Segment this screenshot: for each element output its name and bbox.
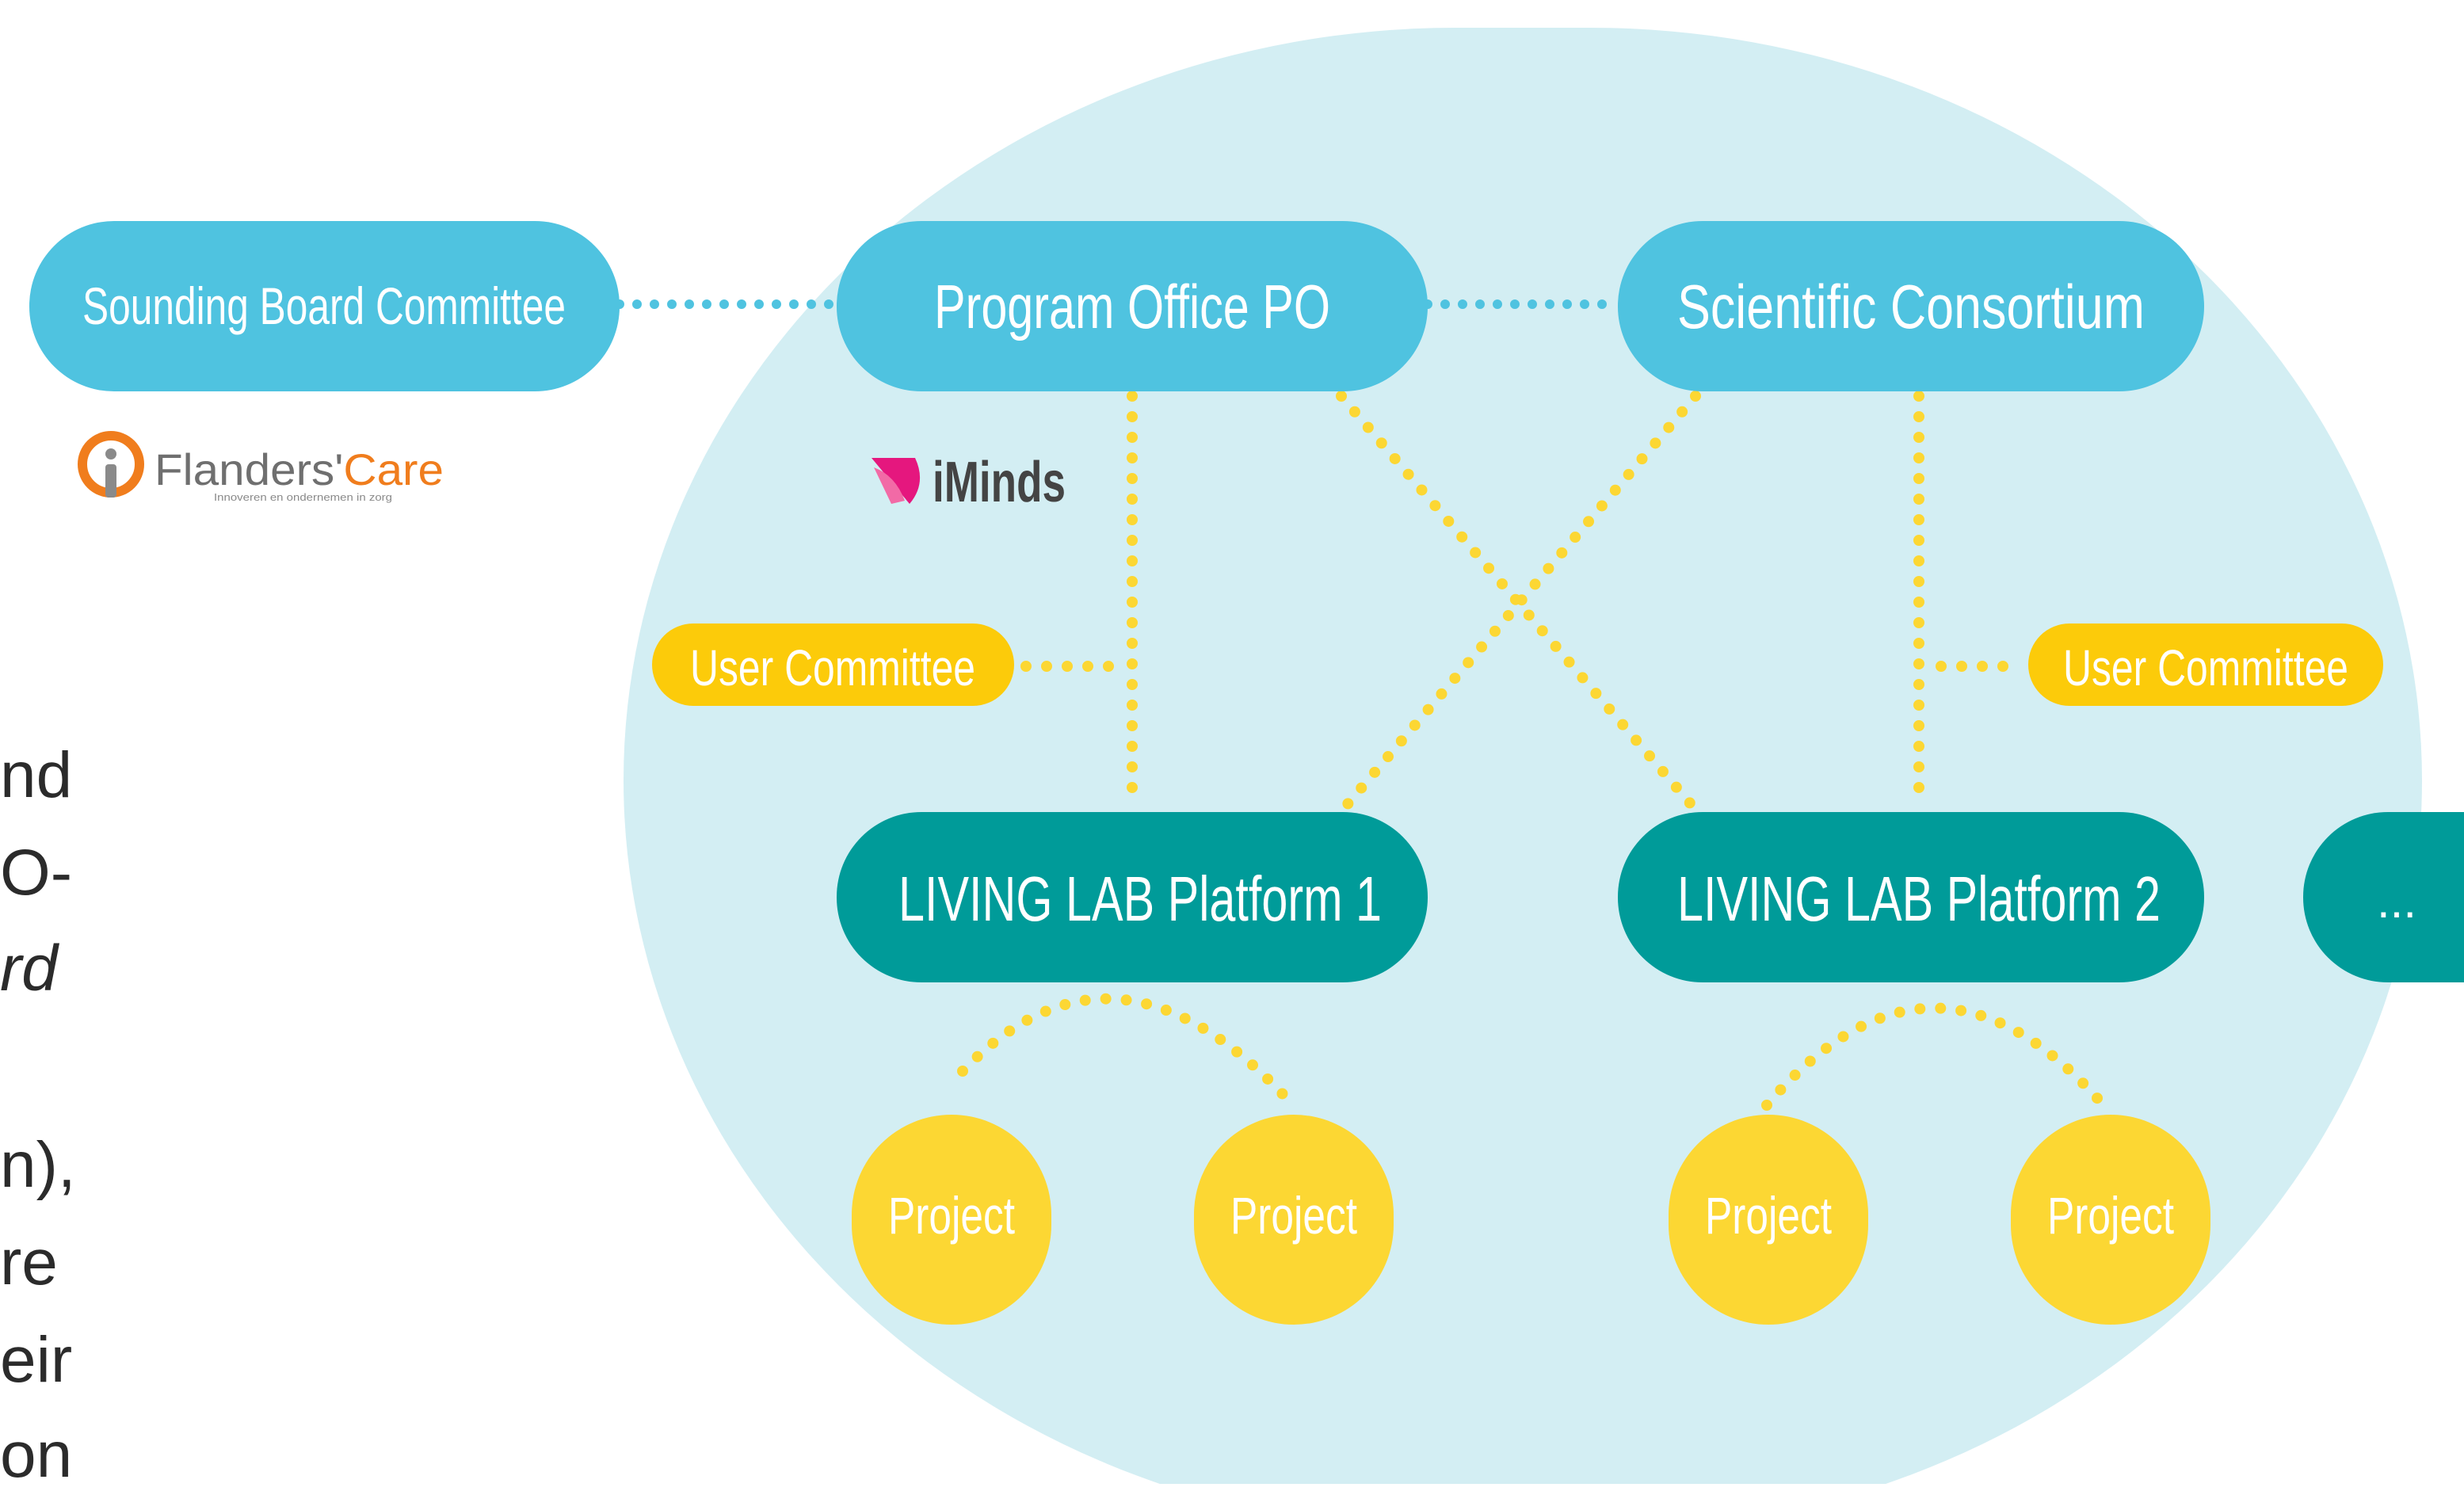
project-node: Project bbox=[1669, 1115, 1868, 1325]
project-label: Project bbox=[2047, 1186, 2174, 1245]
platform-2-label: LIVING LAB Platform 2 bbox=[1677, 864, 2161, 934]
side-text-fragment: rd bbox=[0, 932, 58, 1005]
side-text-fragment: eir bbox=[0, 1324, 73, 1396]
user-committee-right-label: User Committee bbox=[2063, 639, 2348, 696]
svg-text:Flanders'Care: Flanders'Care bbox=[154, 444, 444, 494]
project-label: Project bbox=[1705, 1186, 1832, 1245]
iminds-logo: iMinds bbox=[872, 451, 1066, 514]
scientific-consortium-label: Scientific Consortium bbox=[1677, 272, 2145, 341]
living-lab-circle bbox=[624, 28, 2422, 1484]
sounding-board-label: Sounding Board Committee bbox=[82, 276, 566, 335]
side-text-fragment: on bbox=[0, 1419, 73, 1491]
iminds-leaf-icon bbox=[872, 458, 921, 504]
flanders-care-name-part1: Flanders' bbox=[154, 444, 343, 494]
project-node: Project bbox=[2011, 1115, 2210, 1325]
platform-1-node: LIVING LAB Platform 1 bbox=[837, 812, 1428, 982]
iminds-name: iMinds bbox=[933, 451, 1066, 514]
project-node: Project bbox=[852, 1115, 1051, 1325]
program-office-label: Program Office PO bbox=[934, 272, 1330, 341]
user-committee-right-node: User Committee bbox=[2028, 623, 2383, 706]
side-text-fragment: nd bbox=[0, 739, 73, 811]
connector-platform-2-projects bbox=[1761, 1002, 2109, 1111]
platform-connectors bbox=[957, 391, 2109, 1111]
platform-2-node: LIVING LAB Platform 2 bbox=[1618, 812, 2204, 982]
user-committee-left-label: User Committee bbox=[690, 639, 975, 696]
project-label: Project bbox=[1230, 1186, 1357, 1245]
program-office-node: Program Office PO bbox=[837, 221, 1428, 391]
connector-platform-1-projects bbox=[957, 993, 1299, 1111]
user-committee-left-node: User Committee bbox=[652, 623, 1014, 706]
flanders-care-name-part2: Care bbox=[343, 444, 444, 494]
platform-1-label: LIVING LAB Platform 1 bbox=[898, 864, 1382, 934]
scientific-consortium-node: Scientific Consortium bbox=[1618, 221, 2204, 391]
sounding-board-node: Sounding Board Committee bbox=[29, 221, 620, 391]
flanders-care-logo: Flanders'Care Innoveren en ondernemen in… bbox=[78, 431, 444, 503]
platform-more-label: ... bbox=[2377, 875, 2416, 928]
project-node: Project bbox=[1194, 1115, 1394, 1325]
connector-sc-to-platform-1 bbox=[1341, 391, 1701, 810]
person-info-icon bbox=[78, 431, 144, 498]
flanders-care-tagline: Innoveren en ondernemen in zorg bbox=[214, 491, 392, 503]
side-text-fragment: re bbox=[0, 1226, 58, 1298]
platform-more-node: ... bbox=[2303, 812, 2464, 982]
side-text-fragment: O- bbox=[0, 837, 73, 909]
project-label: Project bbox=[888, 1186, 1015, 1245]
side-text-fragment: n), bbox=[0, 1129, 76, 1201]
